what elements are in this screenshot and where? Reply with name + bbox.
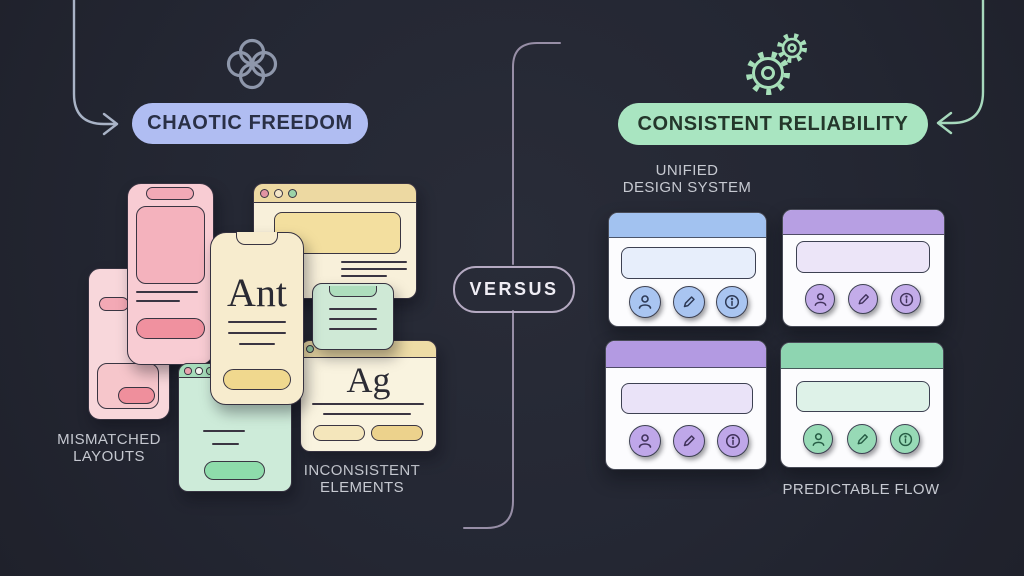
user-button xyxy=(629,286,661,318)
info-icon xyxy=(899,292,913,306)
mockup-browser-ag: Ag xyxy=(300,340,437,452)
mockup-pill xyxy=(118,387,155,404)
phone-notch xyxy=(236,232,278,245)
window-dot-icon xyxy=(306,345,314,353)
mockup-text-line xyxy=(329,318,377,320)
mockup-button-pill xyxy=(223,369,291,390)
mockup-content-block xyxy=(97,363,159,409)
mockup-button-pill xyxy=(136,318,205,339)
unified-card-blue xyxy=(608,212,767,327)
mockup-text-line xyxy=(341,275,387,277)
info-button xyxy=(891,284,921,314)
user-icon xyxy=(812,432,824,446)
mockup-text-line xyxy=(136,291,198,293)
info-button xyxy=(890,424,920,454)
user-button xyxy=(629,425,661,457)
mockup-text-line xyxy=(136,300,180,302)
pencil-icon xyxy=(683,296,695,308)
user-icon xyxy=(638,434,652,448)
mockup-text-line xyxy=(203,430,245,432)
mockup-text-line xyxy=(323,413,411,415)
mockup-text-line xyxy=(341,268,407,270)
window-dot-icon xyxy=(288,189,297,198)
chaotic-freedom-badge: CHAOTIC FREEDOM xyxy=(132,103,368,144)
card-header xyxy=(606,341,766,368)
mock-input-field xyxy=(621,383,753,414)
info-icon xyxy=(898,432,912,446)
mock-input-field xyxy=(621,247,756,279)
gears-icon xyxy=(746,33,807,95)
knot-icon xyxy=(226,38,278,90)
mockup-text-line xyxy=(329,328,377,330)
user-icon xyxy=(814,292,826,306)
caption-inconsistent-elements: INCONSISTENT ELEMENTS xyxy=(303,462,421,496)
mockup-text-line xyxy=(228,321,286,323)
pencil-button xyxy=(847,424,877,454)
pencil-button xyxy=(673,286,705,318)
right-corner-arrow xyxy=(936,0,985,135)
pencil-button xyxy=(848,284,878,314)
window-dot-icon xyxy=(260,189,269,198)
unified-card-violet xyxy=(605,340,767,470)
caption-unified-design-system: UNIFIED DESIGN SYSTEM xyxy=(622,162,752,196)
card-header xyxy=(783,210,944,235)
versus-pill: VERSUS xyxy=(453,266,575,313)
card-header xyxy=(609,213,766,238)
window-dot-icon xyxy=(274,189,283,198)
caption-mismatched-layouts: MISMATCHED LAYOUTS xyxy=(57,431,161,465)
window-dot-icon xyxy=(195,367,203,375)
mockup-button-pill xyxy=(313,425,365,441)
consistent-reliability-label: CONSISTENT RELIABILITY xyxy=(637,112,909,135)
mockup-button-pill xyxy=(204,461,265,480)
mockup-text-line xyxy=(228,332,286,334)
user-icon xyxy=(638,295,652,309)
browser-titlebar xyxy=(253,183,417,203)
mockup-button-pill xyxy=(371,425,423,441)
mockup-pill xyxy=(99,297,129,311)
mock-input-field xyxy=(796,241,930,273)
info-icon xyxy=(724,294,740,310)
mockup-content-block xyxy=(136,206,205,284)
center-divider-line xyxy=(463,42,561,529)
type-specimen-ag: Ag xyxy=(346,360,391,400)
chaotic-freedom-label: CHAOTIC FREEDOM xyxy=(147,112,353,134)
mockup-card-green xyxy=(312,283,394,350)
mockup-text-line xyxy=(239,343,275,345)
mockup-text-line xyxy=(312,403,424,405)
unified-card-green xyxy=(780,342,944,468)
mockup-phone-pink-front xyxy=(127,183,214,365)
pencil-icon xyxy=(683,435,695,447)
mock-input-field xyxy=(796,381,930,412)
card-notch xyxy=(329,286,377,297)
caption-predictable-flow: PREDICTABLE FLOW xyxy=(782,481,940,498)
window-dot-icon xyxy=(184,367,192,375)
user-button xyxy=(805,284,835,314)
pencil-button xyxy=(673,425,705,457)
versus-label: VERSUS xyxy=(469,279,559,299)
info-button xyxy=(717,425,749,457)
consistent-reliability-badge: CONSISTENT RELIABILITY xyxy=(618,103,928,145)
info-icon xyxy=(725,433,741,449)
user-button xyxy=(803,424,833,454)
mockup-phone-ant: Ant xyxy=(210,232,304,405)
mockup-text-line xyxy=(212,443,239,445)
mockup-text-line xyxy=(329,308,377,310)
mockup-text-line xyxy=(341,261,407,263)
card-header xyxy=(781,343,943,369)
unified-card-purple xyxy=(782,209,945,327)
type-specimen-ant: Ant xyxy=(227,270,287,315)
left-corner-arrow xyxy=(72,0,119,136)
phone-notch xyxy=(146,187,194,200)
info-button xyxy=(716,286,748,318)
pencil-icon xyxy=(857,433,868,444)
pencil-icon xyxy=(858,293,869,304)
